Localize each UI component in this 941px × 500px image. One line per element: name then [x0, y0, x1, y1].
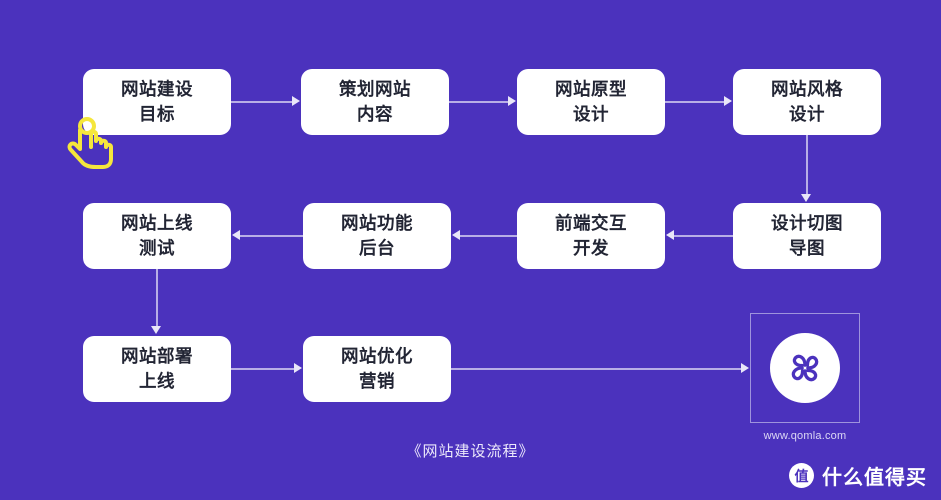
flow-node-n6-line1: 网站功能: [341, 212, 413, 233]
brand-url: www.qomla.com: [763, 430, 847, 442]
flow-node-n2[interactable]: 策划网站 内容: [301, 69, 449, 135]
flow-node-n8-line2: 导图: [789, 238, 825, 258]
watermark: 值 什么值得买: [789, 461, 927, 490]
edge-n4-n8-line: [806, 135, 808, 195]
flow-node-n7-line2: 开发: [573, 238, 609, 258]
edge-n9-n10-line: [231, 368, 295, 370]
tap-hand-cursor-icon: [67, 117, 113, 169]
flow-node-n3-line1: 网站原型: [555, 78, 627, 99]
diagram-caption: 《网站建设流程》: [406, 443, 535, 460]
edge-n10-logo-arrowhead: [741, 363, 749, 373]
flow-node-n8[interactable]: 设计切图 导图: [733, 203, 881, 269]
flow-node-n7-line1: 前端交互: [555, 212, 627, 233]
flow-node-n5-line2: 测试: [139, 238, 175, 258]
flow-node-n1[interactable]: 网站建设 目标: [83, 69, 231, 135]
edge-n2-n3-arrowhead: [508, 96, 516, 106]
flow-node-n4[interactable]: 网站风格 设计: [733, 69, 881, 135]
watermark-badge-icon: 值: [789, 463, 814, 488]
flow-node-n1-line1: 网站建设: [121, 78, 193, 99]
flow-node-n2-line2: 内容: [357, 104, 393, 124]
edge-n3-n4-line: [665, 101, 725, 103]
edge-n1-n2-arrowhead: [292, 96, 300, 106]
watermark-label: 什么值得买: [822, 467, 927, 489]
flow-node-n6-line2: 后台: [359, 238, 395, 258]
flow-node-n3-line2: 设计: [573, 104, 609, 124]
edge-n8-n7-line: [673, 235, 733, 237]
edge-n3-n4-arrowhead: [724, 96, 732, 106]
flow-node-n5-line1: 网站上线: [121, 212, 193, 233]
flow-node-n10-line2: 营销: [359, 371, 395, 391]
flow-node-n8-line1: 设计切图: [771, 212, 843, 233]
flow-node-n9-line1: 网站部署: [121, 345, 193, 366]
edge-n5-n9-line: [156, 269, 158, 327]
edge-n10-logo-line: [451, 368, 742, 370]
flow-node-n9[interactable]: 网站部署 上线: [83, 336, 231, 402]
flow-node-n3[interactable]: 网站原型 设计: [517, 69, 665, 135]
edge-n8-n7-arrowhead: [666, 230, 674, 240]
edge-n5-n9-arrowhead: [151, 326, 161, 334]
flow-node-n10-line1: 网站优化: [341, 345, 413, 366]
flow-node-n2-line1: 策划网站: [339, 78, 411, 99]
flow-node-n4-line2: 设计: [789, 104, 825, 124]
qomla-pinwheel-logo-icon: [791, 354, 819, 382]
edge-n9-n10-arrowhead: [294, 363, 302, 373]
flow-node-n5[interactable]: 网站上线 测试: [83, 203, 231, 269]
edge-n6-n5-line: [239, 235, 303, 237]
edge-n1-n2-line: [231, 101, 293, 103]
brand-logo-circle: [770, 333, 840, 403]
flow-node-n9-line2: 上线: [139, 371, 175, 391]
flow-node-n10[interactable]: 网站优化 营销: [303, 336, 451, 402]
edge-n7-n6-arrowhead: [452, 230, 460, 240]
edge-n7-n6-line: [459, 235, 517, 237]
flow-node-n6[interactable]: 网站功能 后台: [303, 203, 451, 269]
brand-logo-panel: [750, 313, 860, 423]
flow-node-n7[interactable]: 前端交互 开发: [517, 203, 665, 269]
flow-node-n4-line1: 网站风格: [771, 78, 843, 99]
flow-node-n1-line2: 目标: [139, 104, 175, 124]
edge-n6-n5-arrowhead: [232, 230, 240, 240]
edge-n2-n3-line: [449, 101, 509, 103]
edge-n4-n8-arrowhead: [801, 194, 811, 202]
